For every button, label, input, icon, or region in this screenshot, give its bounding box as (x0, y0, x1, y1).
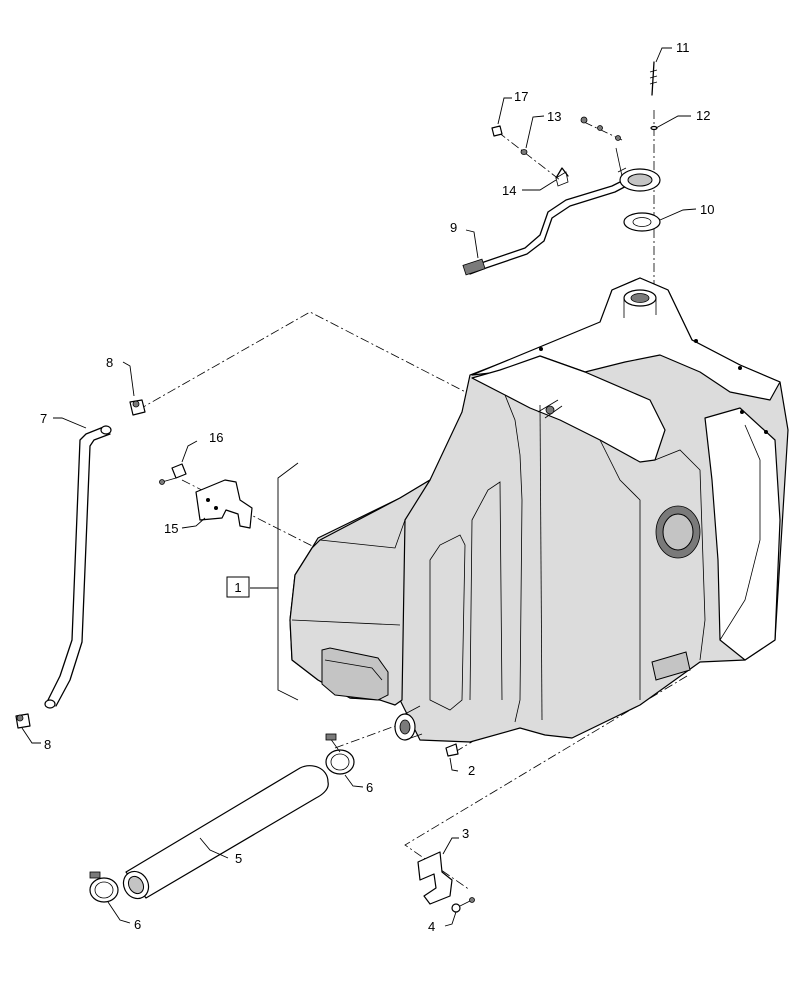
hose-5[interactable] (119, 765, 329, 903)
washer-12[interactable] (650, 125, 658, 131)
callout-17: 17 (514, 89, 528, 104)
bolt-16[interactable] (159, 463, 187, 485)
callout-box-1 (226, 576, 250, 598)
callout-14: 14 (502, 183, 516, 198)
callout-3: 3 (462, 826, 469, 841)
callout-11: 11 (676, 40, 690, 55)
filler-neck (623, 289, 657, 318)
clamp-6-top[interactable] (325, 733, 355, 775)
callout-12: 12 (696, 108, 710, 123)
callout-16: 16 (209, 430, 223, 445)
callout-5: 5 (235, 851, 242, 866)
callout-9: 9 (450, 220, 457, 235)
screw-11[interactable] (649, 61, 658, 96)
callout-6-bottom: 6 (134, 917, 141, 932)
callout-labels: 1 2 3 4 5 6 6 7 8 8 9 10 11 12 13 14 15 … (40, 40, 714, 934)
outlet-fitting (394, 705, 423, 741)
callout-6-top: 6 (366, 780, 373, 795)
clip-8-top[interactable] (129, 399, 146, 416)
callout-8-bottom: 8 (44, 737, 51, 752)
fasteners-top (580, 116, 621, 141)
callout-13: 13 (547, 109, 561, 124)
assembly-bracket (250, 462, 299, 701)
bracket-3[interactable] (417, 851, 453, 905)
callout-15: 15 (164, 521, 178, 536)
cap-17[interactable] (491, 125, 503, 137)
gasket[interactable] (623, 212, 661, 232)
callout-4: 4 (428, 919, 435, 934)
drain-boss (655, 505, 701, 559)
nut-13[interactable] (520, 149, 528, 155)
clip-14[interactable] (555, 167, 569, 179)
tank-assembly[interactable] (289, 277, 789, 743)
leader-lines (21, 47, 697, 927)
callout-2: 2 (468, 763, 475, 778)
bolt-2[interactable] (445, 743, 459, 757)
clamp-6-bottom[interactable] (89, 871, 119, 903)
callout-8-top: 8 (106, 355, 113, 370)
callout-1: 1 (234, 580, 241, 595)
callout-10: 10 (700, 202, 714, 217)
fuel-sender[interactable] (462, 147, 661, 276)
assembly-centerlines (137, 110, 688, 891)
clip-8-bottom[interactable] (15, 713, 31, 729)
callout-7: 7 (40, 411, 47, 426)
bolt-4[interactable] (451, 897, 475, 913)
vent-tube[interactable] (44, 425, 112, 709)
mount-bracket-15[interactable] (195, 479, 253, 529)
